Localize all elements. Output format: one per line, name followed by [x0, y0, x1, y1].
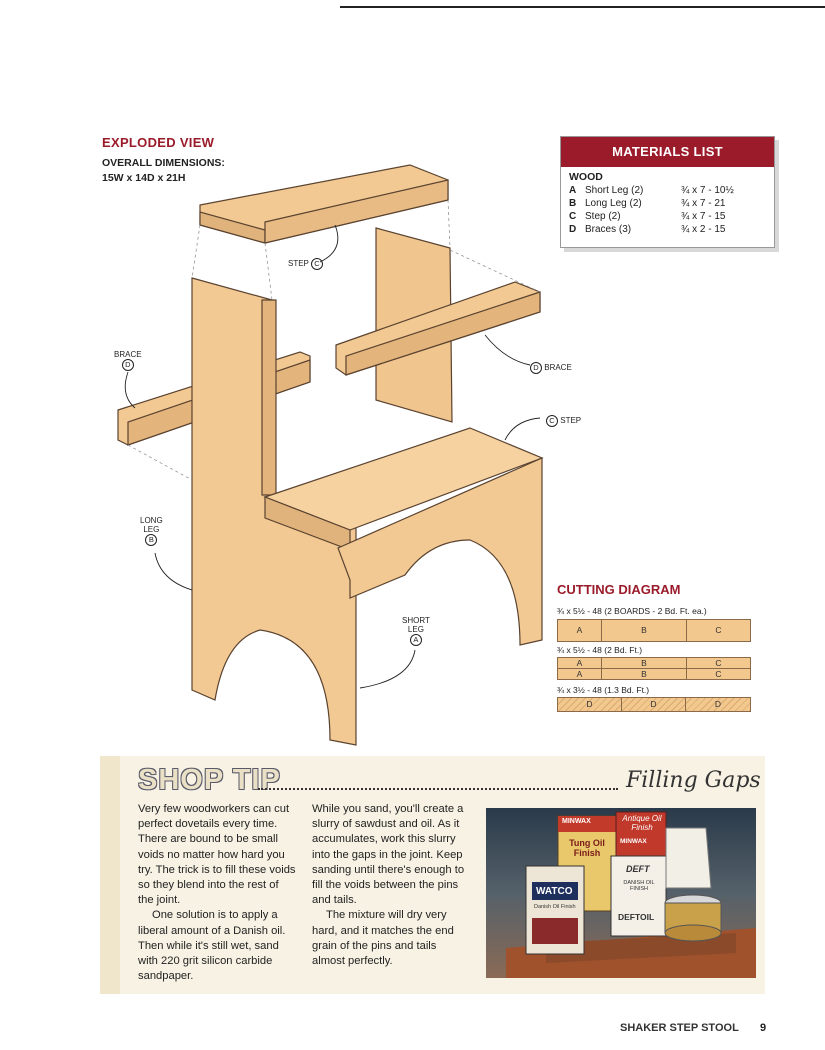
callout-long-leg-label2: LEG	[143, 525, 160, 534]
materials-row: D Braces (3) ¾ x 2 - 15	[569, 223, 766, 236]
board2-top-seg-b: B	[602, 658, 687, 668]
board2-bottom: A B C	[557, 668, 751, 680]
callout-short-leg-label1: SHORT	[402, 616, 430, 625]
materials-size: ¾ x 7 - 10½	[681, 185, 734, 196]
deftoil-label: DEFTOIL	[618, 912, 655, 922]
shop-tip-stripe	[100, 756, 120, 994]
board2-bottom-seg-c: C	[715, 669, 722, 679]
board3-seg-d2: D	[622, 698, 686, 711]
shop-tip-subtitle: Filling Gaps	[626, 768, 761, 793]
board3-label: ¾ x 3½ - 48 (1.3 Bd. Ft.)	[557, 685, 650, 695]
callout-step-top: STEP C	[288, 258, 323, 270]
shop-tip-column-1: Very few woodworkers can cut perfect dov…	[138, 802, 296, 984]
materials-list-box: MATERIALS LIST WOOD A Short Leg (2) ¾ x …	[560, 136, 775, 248]
callout-short-leg-letter: A	[409, 634, 422, 646]
materials-size: ¾ x 7 - 15	[681, 211, 726, 222]
callout-brace-right-letter: D	[530, 362, 542, 374]
shop-tip-box: SHOP TIP Filling Gaps Very few woodworke…	[100, 756, 765, 994]
shop-tip-col1-p1: Very few woodworkers can cut perfect dov…	[138, 803, 296, 907]
materials-row: A Short Leg (2) ¾ x 7 - 10½	[569, 184, 766, 197]
exploded-view-illustration	[117, 164, 544, 746]
cutting-diagram-title: CUTTING DIAGRAM	[557, 582, 681, 597]
callout-brace-left-letter: D	[121, 359, 134, 371]
board3-seg-d3: D	[714, 699, 722, 709]
board1-label: ¾ x 5½ - 48 (2 BOARDS - 2 Bd. Ft. ea.)	[557, 606, 707, 616]
finish-products-drawing	[506, 811, 756, 978]
callout-step-right-label: STEP	[560, 416, 582, 425]
danish-oil-label: DANISH OIL FINISH	[623, 880, 655, 892]
antique-oil-label: Antique Oil Finish	[622, 814, 662, 832]
materials-name: Short Leg (2)	[585, 185, 644, 196]
overall-dimensions-label: OVERALL DIMENSIONS:	[102, 157, 225, 169]
board2-top-seg-c: C	[715, 658, 722, 668]
board2-bottom-seg-a: A	[558, 669, 602, 679]
materials-category: WOOD	[569, 171, 603, 183]
materials-list-body: WOOD A Short Leg (2) ¾ x 7 - 10½ B Long …	[561, 167, 774, 240]
minwax-label-1: MINWAX	[562, 818, 591, 825]
callout-step-top-label: STEP	[288, 259, 309, 268]
materials-name: Braces (3)	[585, 224, 632, 235]
callout-step-right-letter: C	[546, 415, 558, 427]
board1-seg-c: C	[715, 625, 722, 635]
materials-name: Long Leg (2)	[585, 198, 642, 209]
board3-seg-d1: D	[558, 698, 622, 711]
materials-row: B Long Leg (2) ¾ x 7 - 21	[569, 197, 766, 210]
shop-tip-col1-p2: One solution is to apply a liberal amoun…	[138, 909, 286, 983]
board1-seg-b: B	[602, 620, 687, 641]
board2-label: ¾ x 5½ - 48 (2 Bd. Ft.)	[557, 645, 643, 655]
short-leg-part	[337, 457, 543, 646]
top-rule	[340, 6, 825, 8]
watco-sub-label: Danish Oil Finish	[534, 904, 576, 910]
shop-tip-title: SHOP TIP	[138, 764, 281, 796]
shop-tip-col2-p1: While you sand, you'll create a slurry o…	[312, 803, 465, 907]
step-top-part	[199, 164, 449, 244]
board3: D D D	[557, 697, 751, 712]
shop-tip-dotted-leader	[258, 770, 618, 790]
callout-long-leg: LONG LEG B	[140, 516, 163, 546]
callout-step-right: C STEP	[546, 415, 581, 427]
overall-dimensions: 15W x 14D x 21H	[102, 172, 186, 184]
materials-letter: B	[569, 198, 577, 209]
shop-tip-col2-p2: The mixture will dry very hard, and it m…	[312, 909, 454, 968]
materials-letter: D	[569, 224, 577, 235]
materials-letter: A	[569, 185, 577, 196]
board2-bottom-seg-b: B	[602, 669, 687, 679]
materials-letter: C	[569, 211, 577, 222]
shop-tip-column-2: While you sand, you'll create a slurry o…	[312, 802, 472, 969]
callout-long-leg-letter: B	[145, 534, 158, 546]
materials-list-title: MATERIALS LIST	[561, 137, 774, 167]
callout-brace-right: D BRACE	[530, 362, 572, 374]
deft-label: DEFT	[626, 864, 650, 874]
page-number: 9	[760, 1022, 767, 1034]
watco-label: WATCO	[536, 886, 573, 897]
board1: A B C	[557, 619, 751, 642]
materials-name: Step (2)	[585, 211, 621, 222]
exploded-view-title: EXPLODED VIEW	[102, 135, 215, 150]
callout-long-leg-label1: LONG	[140, 516, 163, 525]
callout-brace-left: BRACE D	[114, 350, 142, 371]
footer-title: SHAKER STEP STOOL	[620, 1022, 739, 1034]
minwax-label-2: MINWAX	[620, 838, 647, 845]
callout-short-leg: SHORT LEG A	[402, 616, 430, 646]
board2-top-seg-a: A	[558, 658, 602, 668]
materials-size: ¾ x 2 - 15	[681, 224, 726, 235]
materials-row: C Step (2) ¾ x 7 - 15	[569, 210, 766, 223]
callout-short-leg-label2: LEG	[407, 625, 424, 634]
board1-seg-a: A	[558, 620, 602, 641]
callout-brace-right-label: BRACE	[544, 363, 572, 372]
finish-products-photo: WATCO Danish Oil Finish MINWAX Tung Oil …	[486, 808, 756, 978]
tung-oil-label: Tung Oil Finish	[569, 838, 605, 858]
callout-step-top-letter: C	[310, 258, 323, 270]
materials-size: ¾ x 7 - 21	[681, 198, 726, 209]
callout-brace-left-label: BRACE	[114, 350, 142, 359]
